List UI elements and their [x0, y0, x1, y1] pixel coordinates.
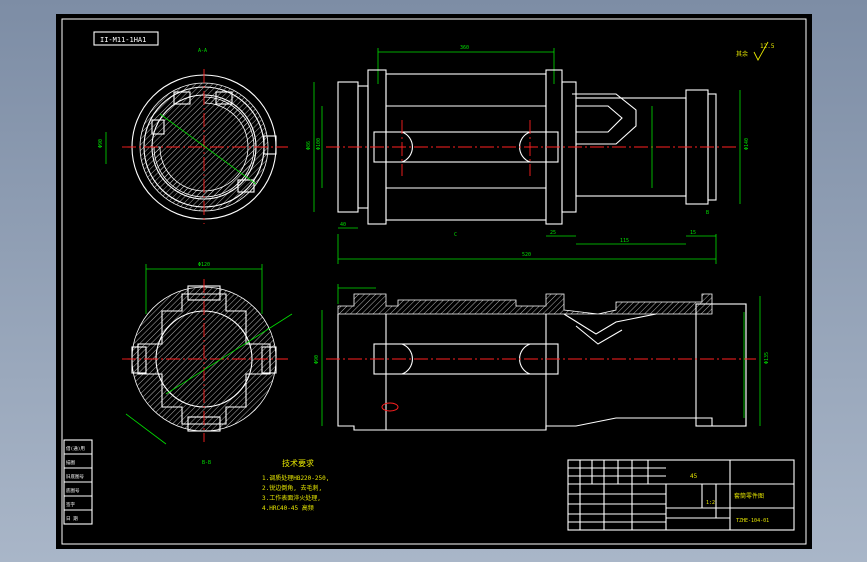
front-view: 360 520 Φ86 Φ100	[306, 45, 750, 264]
strip-cell-5: 签字	[66, 501, 75, 508]
roughness-note: 其余 12.5	[736, 41, 775, 61]
cad-viewport[interactable]: II-M11-1HA1 其余 12.5 A-A Φ90 B-B	[56, 14, 812, 549]
dia-front-3-label: Φ140	[744, 138, 750, 150]
drawing-code-text: II-M11-1HA1	[100, 36, 146, 44]
section-b-label: B-B	[202, 460, 211, 466]
tech-req-item-4: 4.HRC40-45 高频	[262, 504, 314, 512]
drawing-border	[61, 18, 807, 545]
tech-req-title: 技术要求	[282, 458, 314, 468]
roughness-symbol-icon	[753, 41, 769, 61]
title-block-grid	[568, 460, 666, 530]
drawing-code-tag: II-M11-1HA1	[93, 31, 159, 46]
strip-cell-1: 借(通)用	[66, 445, 85, 452]
cad-drawing-canvas[interactable]: II-M11-1HA1 其余 12.5 A-A Φ90 B-B	[56, 14, 812, 549]
dia-a-label: Φ90	[98, 139, 104, 148]
part-name-text: 套筒零件图	[734, 492, 764, 500]
technical-requirements: 技术要求 1.调质处理HB220-250, 2.锐边倒角, 去毛刺, 3.工作表…	[262, 458, 329, 512]
scale-text: 1:2	[706, 500, 715, 506]
tech-req-item-1: 1.调质处理HB220-250,	[262, 474, 329, 482]
strip-cell-6: 日 期	[66, 516, 78, 522]
dia-b-label: Φ120	[198, 262, 210, 268]
section-a-label: A-A	[198, 48, 207, 54]
title-block[interactable]: 45 套筒零件图 TZHE-104-01 1:2	[567, 459, 795, 531]
len-a-label: 40	[340, 222, 346, 228]
left-side-strip: 借(通)用 描图 旧底图号 底图号 签字 日 期	[63, 439, 93, 525]
drawing-number-text: TZHE-104-01	[736, 518, 769, 524]
dia-section-1-label: Φ90	[314, 355, 320, 364]
strip-cell-3: 旧底图号	[66, 473, 84, 480]
strip-cell-2: 描图	[66, 459, 75, 466]
strip-cell-4: 底图号	[66, 487, 80, 494]
tech-req-item-3: 3.工作表面淬火处理,	[262, 494, 321, 502]
roughness-note-text: 其余	[736, 50, 748, 58]
dia-front-1-label: Φ86	[306, 141, 312, 150]
len-d-label: 115	[620, 238, 629, 244]
len-c-label: 15	[690, 230, 696, 236]
tech-req-item-2: 2.锐边倒角, 去毛刺,	[262, 484, 322, 492]
dia-front-2-label: Φ100	[316, 138, 322, 150]
main-length-label: 360	[460, 45, 469, 51]
section-view-a: A-A Φ90	[98, 48, 288, 224]
dia-section-2-label: Φ135	[764, 352, 770, 364]
section-view-b: B-B Φ120	[122, 262, 293, 466]
roughness-value-text: 12.5	[760, 43, 775, 50]
overall-length-label: 520	[522, 252, 531, 258]
longitudinal-section-view: Φ90 Φ135	[314, 284, 770, 431]
material-text: 45	[690, 473, 698, 480]
svg-text:C: C	[454, 232, 457, 238]
svg-text:B: B	[706, 210, 709, 216]
len-b-label: 25	[550, 230, 556, 236]
